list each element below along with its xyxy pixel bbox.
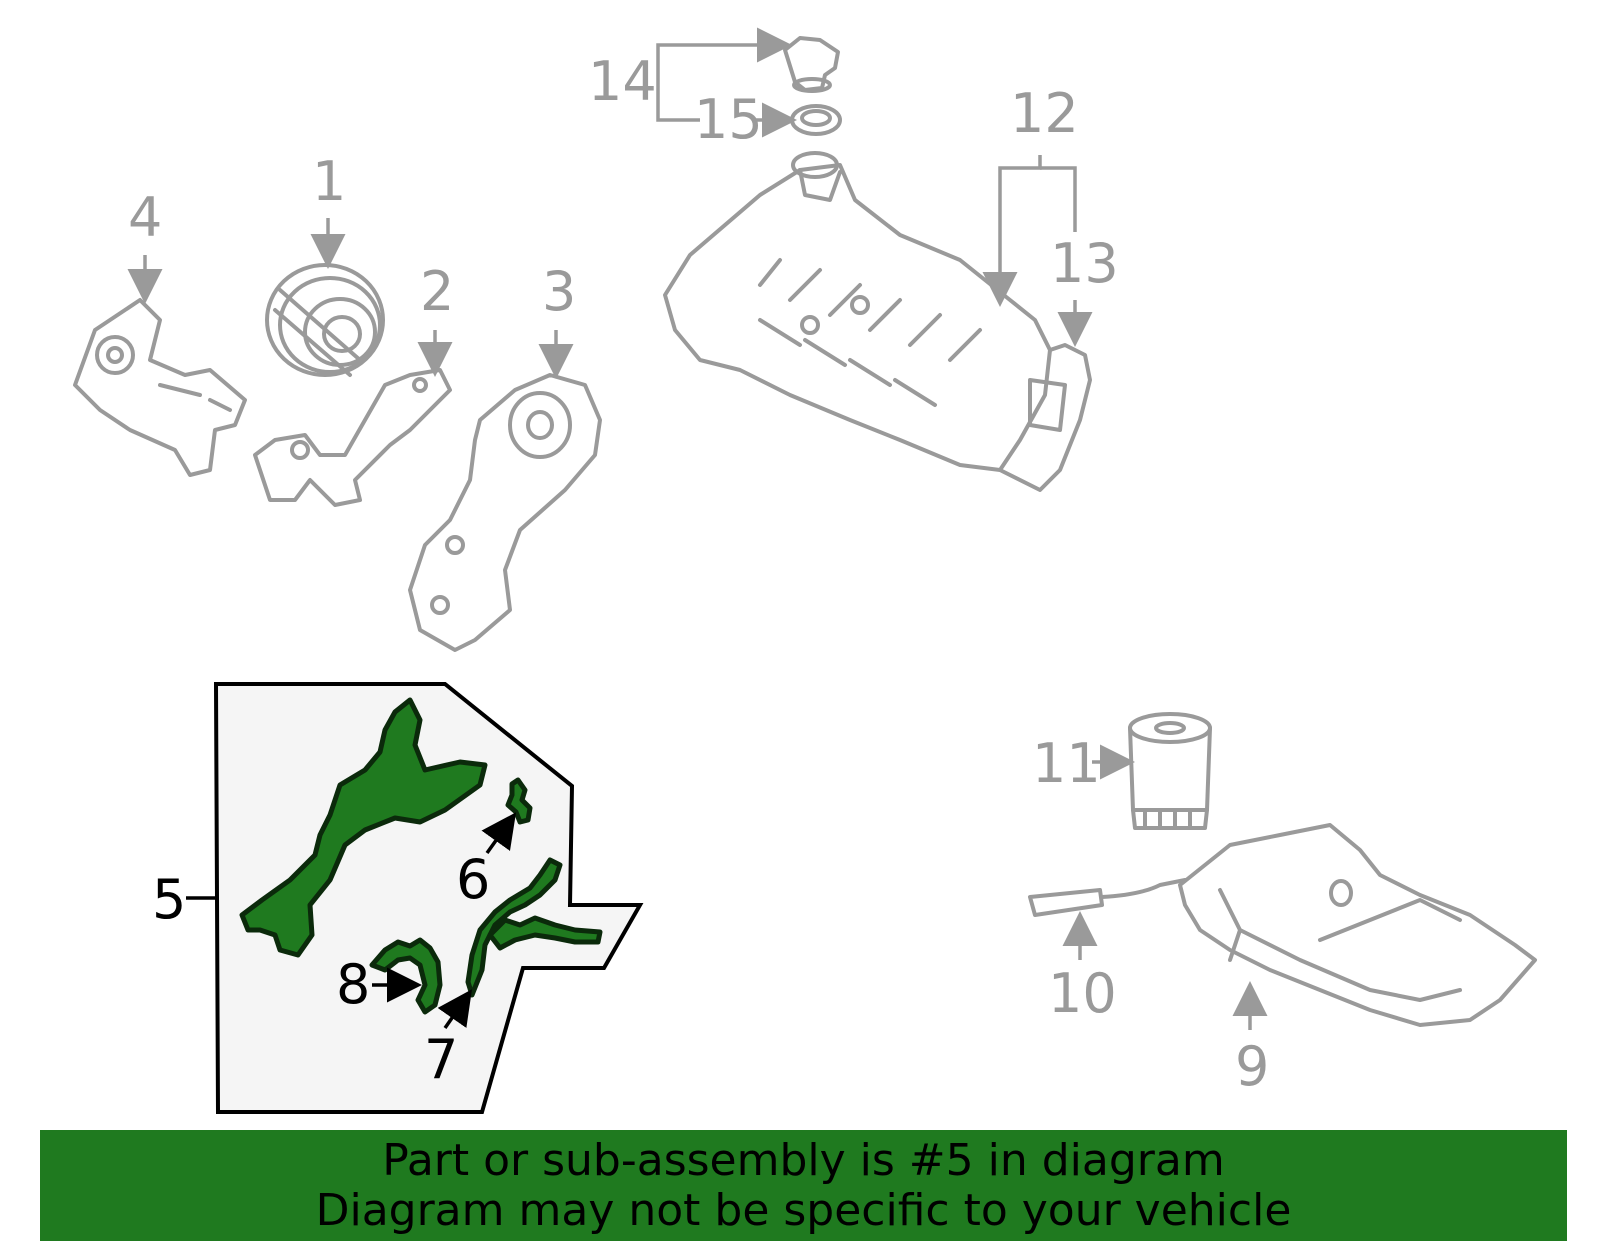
callout-8: 8 (336, 953, 370, 1016)
part-10-sensor (1028, 878, 1187, 917)
callout-12: 12 (1010, 82, 1079, 145)
banner-line-1: Part or sub-assembly is #5 in diagram (382, 1135, 1225, 1186)
callout-7: 7 (424, 1028, 458, 1091)
callout-15: 15 (694, 88, 763, 151)
info-banner: Part or sub-assembly is #5 in diagram Di… (40, 1130, 1567, 1241)
callout-4: 4 (128, 186, 162, 249)
part-12-valve-cover (663, 151, 1052, 472)
callout-10: 10 (1048, 962, 1117, 1025)
part-1-pulley (265, 263, 385, 377)
part-8-gasket-highlight (369, 937, 443, 1015)
callout-1: 1 (312, 150, 346, 213)
part-6-gasket-highlight (505, 777, 533, 825)
callout-6: 6 (456, 848, 490, 911)
leader-lines (127, 27, 1268, 1030)
callout-11: 11 (1032, 732, 1101, 795)
banner-line-2: Diagram may not be specific to your vehi… (315, 1185, 1292, 1236)
part-7-gasket-highlight (465, 857, 603, 998)
part-15-cap-seal (790, 104, 842, 136)
callout-2: 2 (420, 260, 454, 323)
part-13-valve-cover-gasket (998, 343, 1092, 492)
part-5-cover-highlight (239, 697, 488, 958)
part-4-front-cover (73, 298, 247, 477)
part-3-timing-cover (408, 373, 602, 652)
callout-13: 13 (1050, 232, 1119, 295)
part-5-highlight-box (213, 682, 644, 1114)
callout-9: 9 (1235, 1035, 1269, 1098)
part-11-oil-filter (1128, 712, 1212, 830)
part-14-oil-cap (783, 36, 840, 93)
callout-3: 3 (542, 260, 576, 323)
callout-14: 14 (588, 50, 657, 113)
callout-5: 5 (152, 868, 186, 931)
part-2-bracket (253, 368, 452, 507)
part-9-oil-pan (1178, 823, 1537, 1027)
